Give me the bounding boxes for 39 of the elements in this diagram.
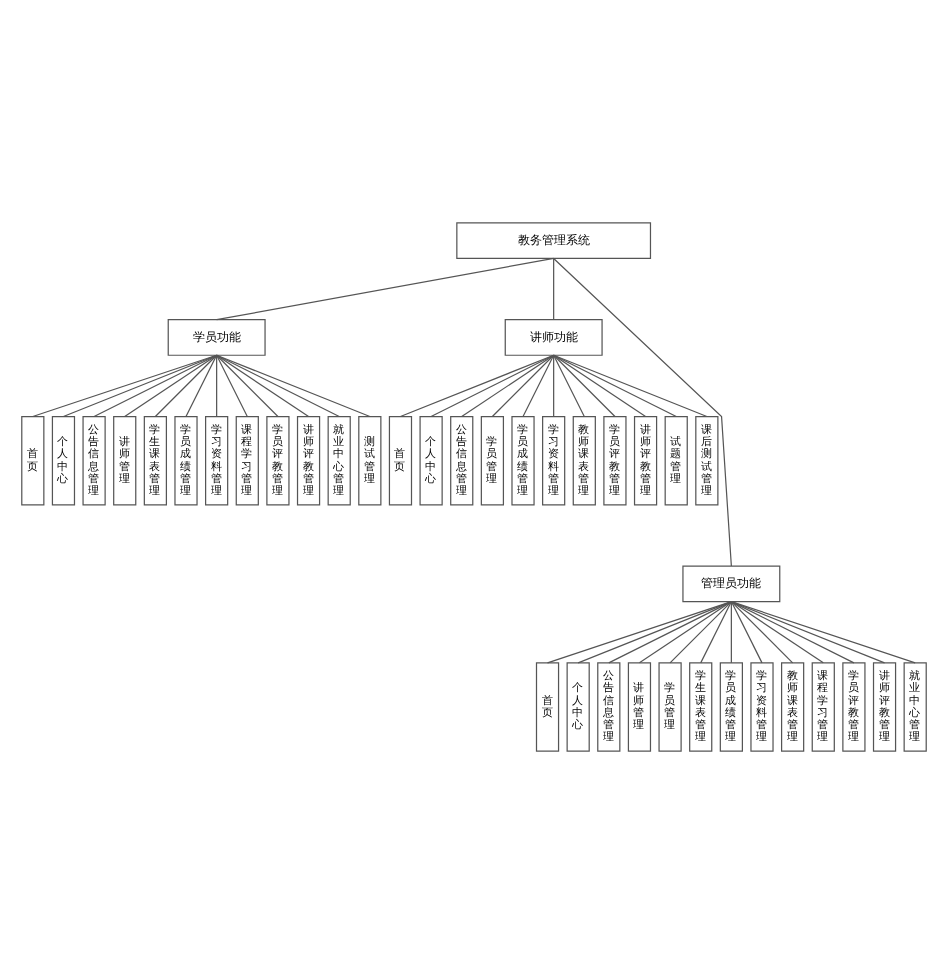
- connector: [93, 353, 218, 417]
- connector: [185, 353, 218, 417]
- connector: [730, 599, 824, 663]
- connector: [154, 353, 218, 417]
- connector: [730, 599, 916, 663]
- connector: [216, 353, 310, 417]
- connector: [553, 353, 585, 417]
- connector: [553, 256, 732, 566]
- connector: [124, 353, 218, 417]
- connector: [553, 353, 647, 417]
- connector: [730, 599, 886, 663]
- connector: [522, 353, 555, 417]
- connector: [700, 599, 732, 663]
- connector: [399, 353, 555, 417]
- connector: [730, 599, 763, 663]
- connector: [553, 353, 677, 417]
- connector: [62, 353, 218, 417]
- connector: [430, 353, 555, 417]
- connector: [730, 599, 855, 663]
- connector: [216, 353, 218, 417]
- connector: [553, 353, 555, 417]
- connector: [638, 599, 732, 663]
- connector: [553, 353, 708, 417]
- connector: [669, 599, 732, 663]
- connector: [491, 353, 555, 417]
- connector: [216, 256, 555, 320]
- connector: [32, 353, 218, 417]
- connector: [608, 599, 732, 663]
- connector: [730, 599, 794, 663]
- connector: [577, 599, 732, 663]
- connector: [216, 353, 371, 417]
- connector: [216, 353, 279, 417]
- connector: [546, 599, 732, 663]
- connector: [553, 353, 616, 417]
- connector: [216, 353, 340, 417]
- connector: [553, 256, 555, 320]
- connector: [461, 353, 555, 417]
- connector: [730, 599, 732, 663]
- connector: [216, 353, 248, 417]
